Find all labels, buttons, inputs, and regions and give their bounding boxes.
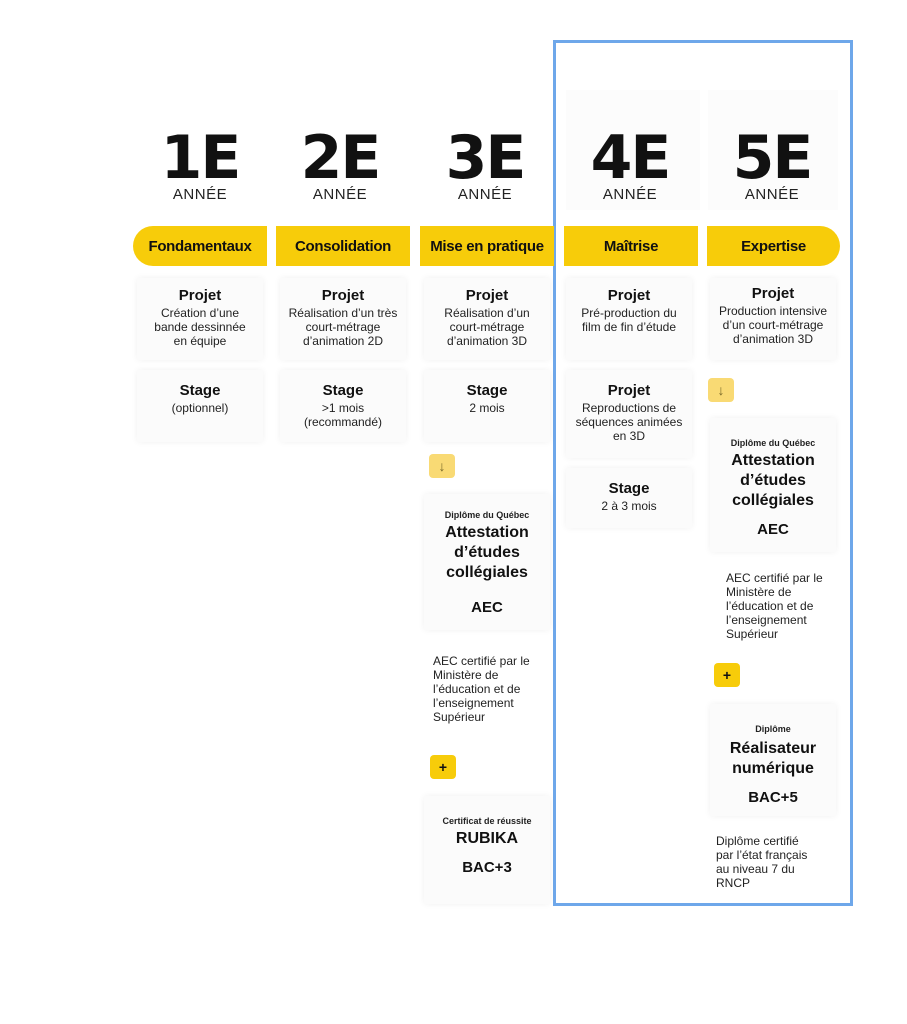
expand-col5-button[interactable]: ↓ xyxy=(708,378,734,402)
year-5-number: 5E xyxy=(732,123,814,193)
card-title: Stage xyxy=(322,382,364,399)
stage-pill-fondamentaux: Fondamentaux xyxy=(133,226,267,266)
col5-diploma-note: Diplôme certifié par l’état français au … xyxy=(716,834,808,890)
diploma-title: Réalisateur numérique xyxy=(729,740,817,777)
card-title: Stage xyxy=(608,480,650,497)
card-col1-stage: Stage (optionnel) xyxy=(137,370,263,442)
certificate-label: Certificat de réussite xyxy=(442,816,532,826)
diploma-label: Diplôme du Québec xyxy=(444,510,530,520)
diploma-title: Attestation d’études collégiales xyxy=(445,524,529,581)
card-text: Production intensive d’un court-métrage … xyxy=(718,304,828,346)
diploma-title: Attestation d’études collégiales xyxy=(731,452,815,509)
card-text: Création d’une bande dessinnée en équipe xyxy=(154,306,246,348)
highlight-frame xyxy=(553,40,853,906)
arrow-down-icon: ↓ xyxy=(438,458,446,474)
card-title: Projet xyxy=(607,382,651,399)
plus-icon: + xyxy=(438,759,448,775)
card-col1-project: Projet Création d’une bande dessinnée en… xyxy=(137,278,263,360)
year-1-number: 1E xyxy=(160,123,242,193)
add-col3-button[interactable]: + xyxy=(430,755,456,779)
card-text: Pré-production du film de fin d’étude xyxy=(581,306,677,334)
stage-pill-consolidation: Consolidation xyxy=(276,226,410,266)
year-3-label: ANNÉE xyxy=(457,186,513,203)
plus-icon: + xyxy=(722,667,732,683)
card-text: (optionnel) xyxy=(171,401,229,415)
card-col4-project-2: Projet Reproductions de séquences animée… xyxy=(566,370,692,458)
year-3-number: 3E xyxy=(445,123,527,193)
diploma-label: Diplôme du Québec xyxy=(730,438,816,448)
card-col2-project: Projet Réalisation d’un très court-métra… xyxy=(280,278,406,360)
card-col5-diploma: Diplôme Réalisateur numérique BAC+5 xyxy=(710,704,836,816)
card-title: Projet xyxy=(465,287,509,304)
card-title: Projet xyxy=(607,287,651,304)
card-col4-stage: Stage 2 à 3 mois xyxy=(566,468,692,528)
card-col4-project-1: Projet Pré-production du film de fin d’é… xyxy=(566,278,692,360)
stage-pill-expertise: Expertise xyxy=(707,226,840,266)
card-title: Projet xyxy=(321,287,365,304)
card-text: Reproductions de séquences animées en 3D xyxy=(575,401,683,443)
card-text: 2 à 3 mois xyxy=(601,499,657,513)
year-2-label: ANNÉE xyxy=(312,186,368,203)
col5-aec-note: AEC certifié par le Ministère de l’éduca… xyxy=(726,571,823,641)
card-col5-project: Projet Production intensive d’un court-m… xyxy=(710,278,836,360)
card-col3-certificate: Certificat de réussite RUBIKA BAC+3 xyxy=(424,796,550,904)
year-4-header-bg xyxy=(566,90,700,210)
card-text: Réalisation d’un très court-métrage d’an… xyxy=(288,306,398,348)
year-2-number: 2E xyxy=(300,123,382,193)
diploma-code: AEC xyxy=(471,599,503,616)
card-col3-project: Projet Réalisation d’un court-métrage d’… xyxy=(424,278,550,360)
year-4-number: 4E xyxy=(590,123,672,193)
add-col5-button[interactable]: + xyxy=(714,663,740,687)
card-title: Projet xyxy=(751,285,795,302)
card-col2-stage: Stage >1 mois (recommandé) xyxy=(280,370,406,442)
year-5-label: ANNÉE xyxy=(744,186,800,203)
diploma-code: AEC xyxy=(757,521,789,538)
card-text: >1 mois (recommandé) xyxy=(304,401,383,429)
diploma-label: Diplôme xyxy=(755,724,791,734)
card-title: Projet xyxy=(178,287,222,304)
certificate-title: RUBIKA xyxy=(455,830,519,847)
col3-aec-note: AEC certifié par le Ministère de l’éduca… xyxy=(433,654,530,724)
stage-pill-maitrise: Maîtrise xyxy=(564,226,698,266)
year-4-label: ANNÉE xyxy=(602,186,658,203)
diploma-code: BAC+5 xyxy=(748,789,798,806)
expand-col3-button[interactable]: ↓ xyxy=(429,454,455,478)
certificate-code: BAC+3 xyxy=(462,859,512,876)
stage-pill-mise-en-pratique: Mise en pratique xyxy=(420,226,554,266)
card-title: Stage xyxy=(179,382,221,399)
card-col3-stage: Stage 2 mois xyxy=(424,370,550,442)
card-col5-aec: Diplôme du Québec Attestation d’études c… xyxy=(710,418,836,552)
year-5-header-bg xyxy=(708,90,838,210)
year-1-label: ANNÉE xyxy=(172,186,228,203)
card-text: 2 mois xyxy=(469,401,505,415)
card-col3-aec: Diplôme du Québec Attestation d’études c… xyxy=(424,494,550,630)
arrow-down-icon: ↓ xyxy=(717,382,725,398)
card-title: Stage xyxy=(466,382,508,399)
card-text: Réalisation d’un court-métrage d’animati… xyxy=(444,306,530,348)
